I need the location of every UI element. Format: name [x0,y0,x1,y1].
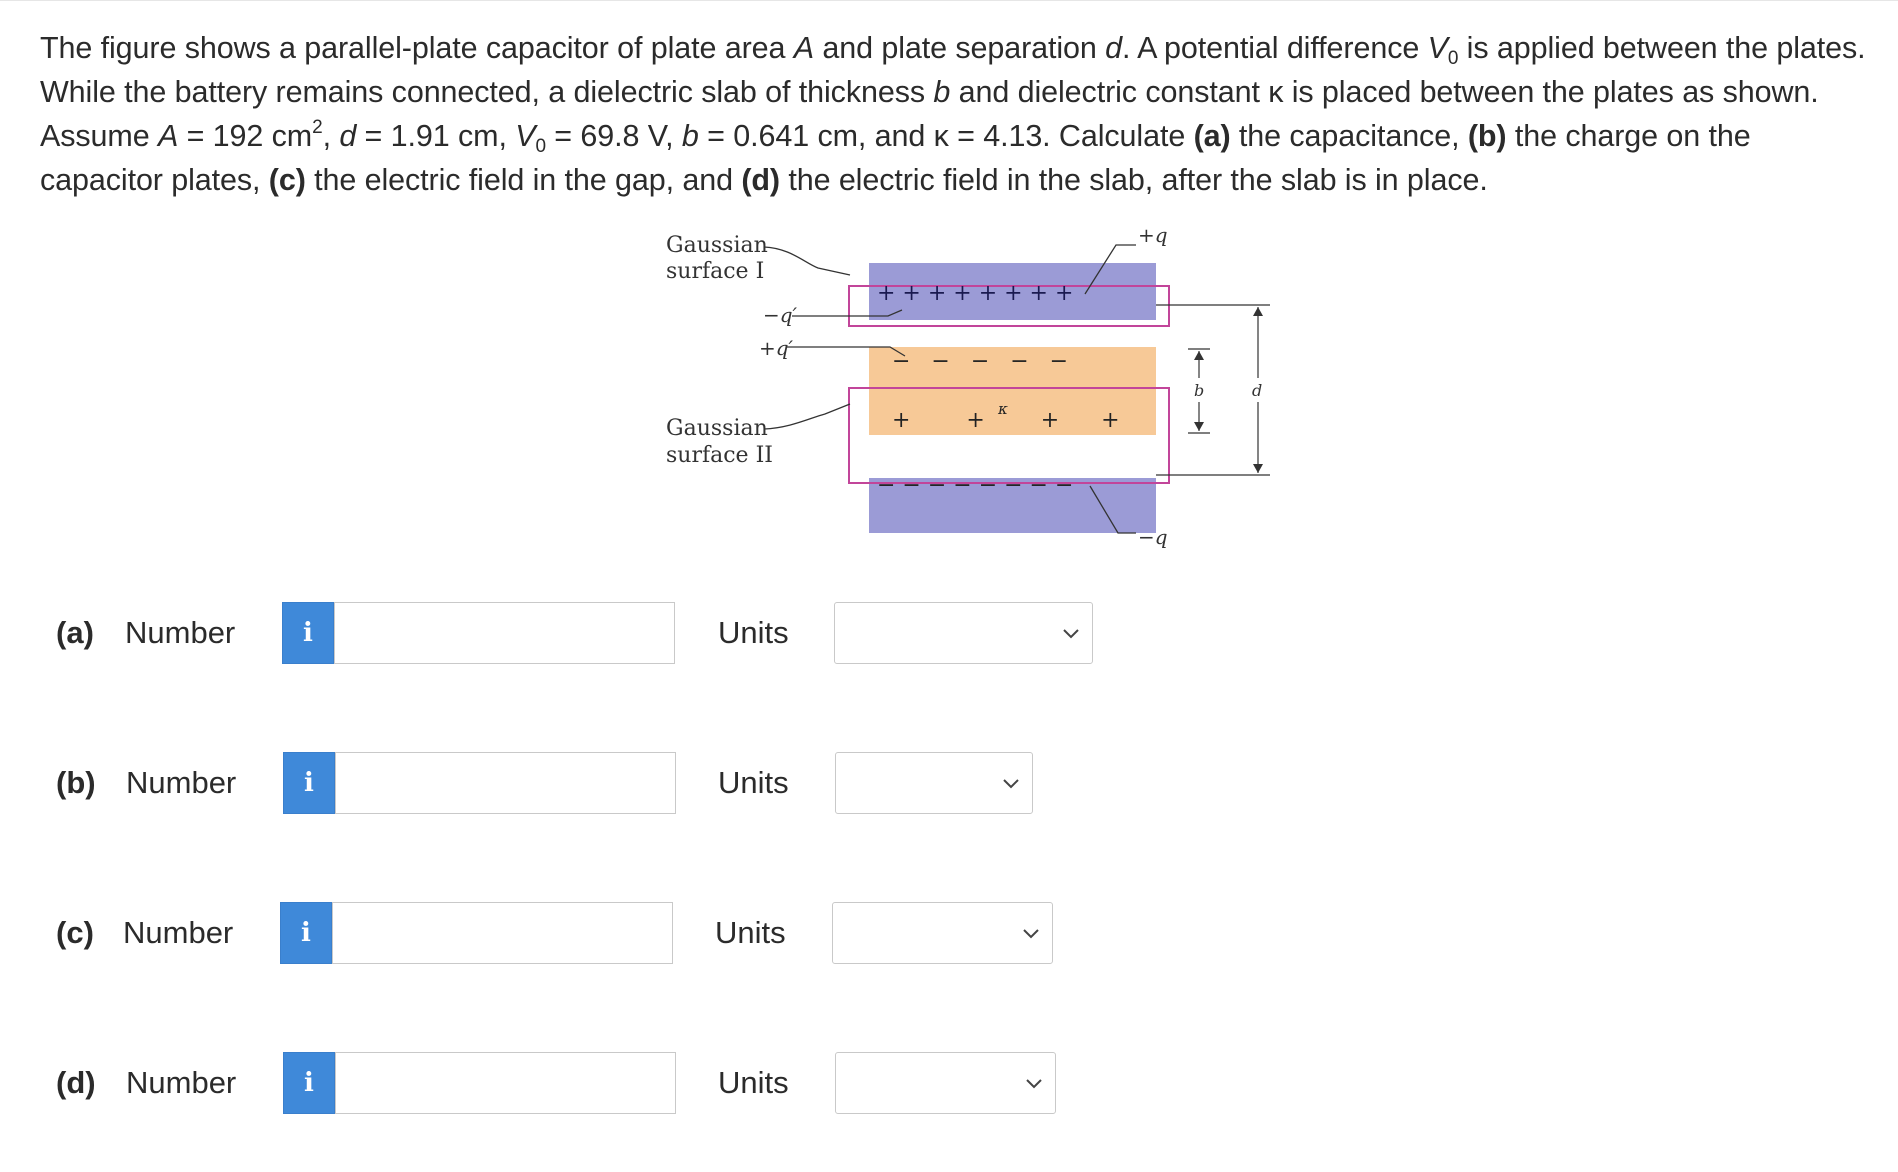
part-a-number-input[interactable] [334,602,675,664]
plus-q-prime-leader [786,346,906,357]
part-b-units-select[interactable] [835,752,1033,814]
minus-q-label: −q [1138,525,1168,549]
slab-bottom-signs: + + + + [892,408,1120,433]
part-b-info-button[interactable]: i [283,752,335,814]
capacitor-figure: + + + + + + + + − − − − − + + + + κ − − … [660,218,1280,578]
minus-q-prime-label: −q′ [763,303,798,327]
bottom-plate [869,478,1156,533]
gaussian-surface-1-label-line1: Gaussian [666,233,768,258]
top-divider [0,0,1898,7]
part-a-units-select[interactable] [834,602,1093,664]
part-c-units-select[interactable] [832,902,1053,964]
part-d-number-input[interactable] [335,1052,676,1114]
part-d-info-button[interactable]: i [283,1052,335,1114]
d-dimension-label: d [1252,381,1262,400]
part-b-label: (b) [56,765,96,800]
gaussian-surface-1-leader [763,246,851,276]
d-arrow-down-icon [1253,464,1263,473]
part-a-label: (a) [56,615,94,650]
gaussian-surface-2-label-line1: Gaussian [666,416,768,441]
part-c-units-label: Units [715,915,786,950]
part-b-units-label: Units [718,765,789,800]
b-dimension-label: b [1194,381,1204,400]
slab-top-signs: − − − − − [892,349,1068,374]
minus-q-prime-leader [792,309,903,317]
part-b-number-input[interactable] [335,752,676,814]
minus-q-leader [1089,485,1136,534]
b-arrow-up-icon [1194,351,1204,360]
plus-q-prime-label: +q′ [759,336,794,360]
part-d-units-select[interactable] [835,1052,1056,1114]
part-d-number-label: Number [126,1065,237,1100]
top-plate [869,263,1156,320]
d-arrow-up-icon [1253,307,1263,316]
chevron-down-icon [1063,629,1079,639]
plus-q-leader [1084,244,1136,295]
kappa-label: κ [997,400,1008,418]
gaussian-surface-1-label-line2: surface I [666,259,764,284]
part-d-label: (d) [56,1065,96,1100]
chevron-down-icon [1023,929,1039,939]
problem-statement: The figure shows a parallel-plate capaci… [40,31,1866,197]
part-a-units-label: Units [718,615,789,650]
gaussian-surface-2-box [848,387,1170,484]
part-a-info-button[interactable]: i [282,602,334,664]
part-d-units-label: Units [718,1065,789,1100]
part-c-info-button[interactable]: i [280,902,332,964]
plus-q-label: +q [1138,223,1168,247]
chevron-down-icon [1003,779,1019,789]
part-c-number-input[interactable] [332,902,673,964]
gaussian-surface-2-leader [763,403,851,430]
part-b-number-label: Number [126,765,237,800]
gaussian-surface-2-label-line2: surface II [666,443,773,468]
dielectric-slab [869,347,1156,435]
part-c-number-label: Number [123,915,234,950]
chevron-down-icon [1026,1079,1042,1089]
top-plate-signs: + + + + + + + + [877,281,1073,306]
part-c-label: (c) [56,915,94,950]
gaussian-surface-1-box [848,285,1170,327]
bottom-plate-signs: − − − − − − − − [877,473,1073,498]
b-arrow-down-icon [1194,422,1204,431]
part-a-number-label: Number [125,615,236,650]
